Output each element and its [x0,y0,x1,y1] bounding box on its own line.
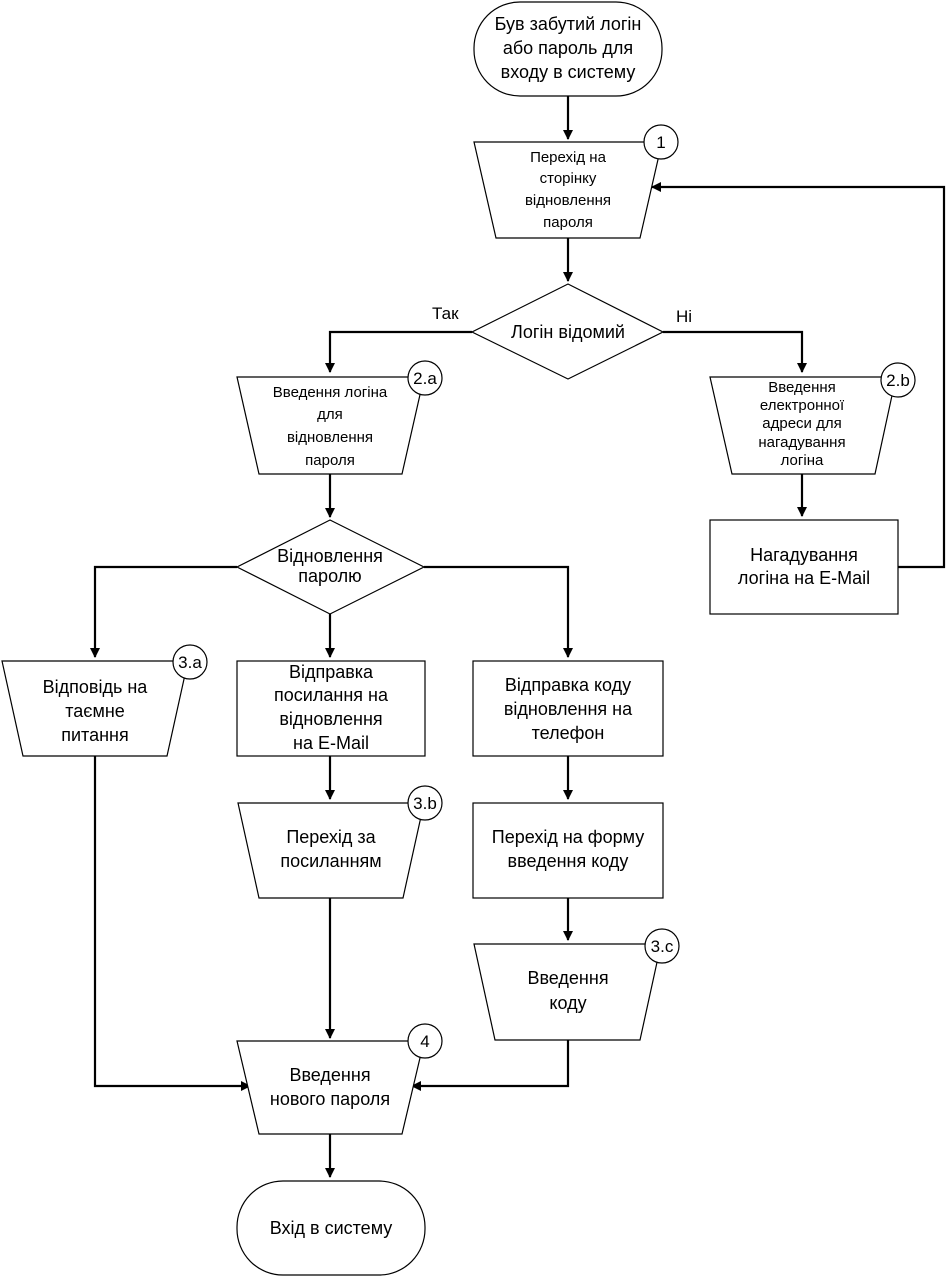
node-secret-question-line-3: питання [61,725,128,745]
node-send-link-line-3: відновлення [279,709,382,729]
node-enter-email-line-1: Введення [768,379,836,396]
node-enter-email-line-2: електронної [760,397,845,414]
badge-3c [644,928,680,964]
node-new-password: Введення нового пароля 4 [236,1023,443,1135]
edge-remind-loop-back [651,182,946,569]
edge-decision-no [663,330,807,373]
node-enter-login-line-4: пароля [305,452,355,469]
node-login: Вхід в систему [236,1180,426,1276]
edge-decision-yes [325,330,472,373]
node-login-known: Логін відомий [470,283,665,380]
node-send-link-line-4: на E-Mail [293,733,369,753]
edge-entercode-to-newpass [411,1040,570,1091]
node-enter-code-line-2: коду [549,993,586,1013]
badge-3c-label: 3.c [651,937,674,956]
node-start-line-2: або пароль для [503,38,633,58]
node-start-line-3: входу в систему [501,62,636,82]
node-follow-link-line-2: посиланням [280,851,381,871]
node-login-label: Вхід в систему [270,1218,393,1238]
node-new-password-line-1: Введення [289,1065,370,1085]
edge-label-no: Ні [676,307,692,326]
node-code-form-line-2: введення коду [508,851,629,871]
connectors [90,96,946,1178]
badge-3b [407,785,443,821]
node-new-password-line-2: нового пароля [270,1089,390,1109]
node-secret-question-line-2: таємне [65,701,125,721]
node-password-recovery-line-2: паролю [298,566,361,586]
node-enter-login-line-3: відновлення [287,429,373,446]
edge-recovery-to-code [424,565,573,658]
node-secret-question-line-1: Відповідь на [43,677,149,697]
node-enter-login: Введення логіна для відновлення пароля 2… [236,360,443,475]
node-send-code-line-3: телефон [532,723,605,743]
node-send-link-line-1: Відправка [289,662,374,682]
node-enter-login-line-1: Введення логіна [273,384,388,401]
node-follow-link: Перехід за посиланням 3.b [237,785,443,899]
node-recovery-page-line-4: пароля [543,214,593,231]
node-remind-login-line-2: логіна на E-Mail [738,568,870,588]
edge-recovery-to-secret [90,565,237,658]
badge-2b-label: 2.b [886,371,910,390]
node-follow-link-line-1: Перехід за [286,827,376,847]
badge-1-label: 1 [656,133,665,152]
badge-2a-label: 2.a [413,369,437,388]
node-enter-email-line-4: нагадування [758,434,845,451]
badge-2b [880,362,916,398]
node-recovery-page-line-3: відновлення [525,192,611,209]
node-remind-login-line-1: Нагадування [750,545,858,565]
node-send-link-line-2: посилання на [274,685,389,705]
node-send-code-line-2: відновлення на [504,699,633,719]
badge-1 [643,124,679,160]
node-send-code-line-1: Відправка коду [505,675,631,695]
node-start: Був забутий логін або пароль для входу в… [473,1,663,97]
node-start-line-1: Був забутий логін [495,14,642,34]
node-enter-login-line-2: для [317,406,343,423]
node-password-recovery-line-1: Відновлення [277,546,383,566]
node-recovery-page-line-2: сторінку [540,170,597,187]
badge-2a [407,360,443,396]
node-enter-code-line-1: Введення [527,968,608,988]
badge-3b-label: 3.b [413,794,437,813]
node-code-form-line-1: Перехід на форму [492,827,644,847]
node-remind-login: Нагадування логіна на E-Mail [709,519,899,615]
node-enter-code: Введення коду 3.c [473,928,680,1041]
badge-3a-label: 3.a [178,653,202,672]
node-enter-email-line-5: логіна [781,452,824,469]
edge-label-yes: Так [432,304,459,323]
node-send-link: Відправка посилання на відновлення на E-… [236,660,426,757]
node-login-known-label: Логін відомий [511,322,625,342]
badge-4 [407,1023,443,1059]
node-enter-email: Введення електронної адреси для нагадува… [709,362,916,475]
edge-secret-to-newpass [93,756,251,1091]
node-secret-question: Відповідь на таємне питання 3.a [1,644,208,757]
node-code-form: Перехід на форму введення коду [472,802,664,899]
node-recovery-page-line-1: Перехід на [530,149,607,166]
node-recovery-page: Перехід на сторінку відновлення пароля 1 [473,124,679,239]
badge-4-label: 4 [420,1032,429,1051]
node-enter-email-line-3: адреси для [762,415,841,432]
badge-3a [172,644,208,680]
node-password-recovery: Відновлення паролю [235,519,426,615]
node-send-code: Відправка коду відновлення на телефон [472,660,664,757]
